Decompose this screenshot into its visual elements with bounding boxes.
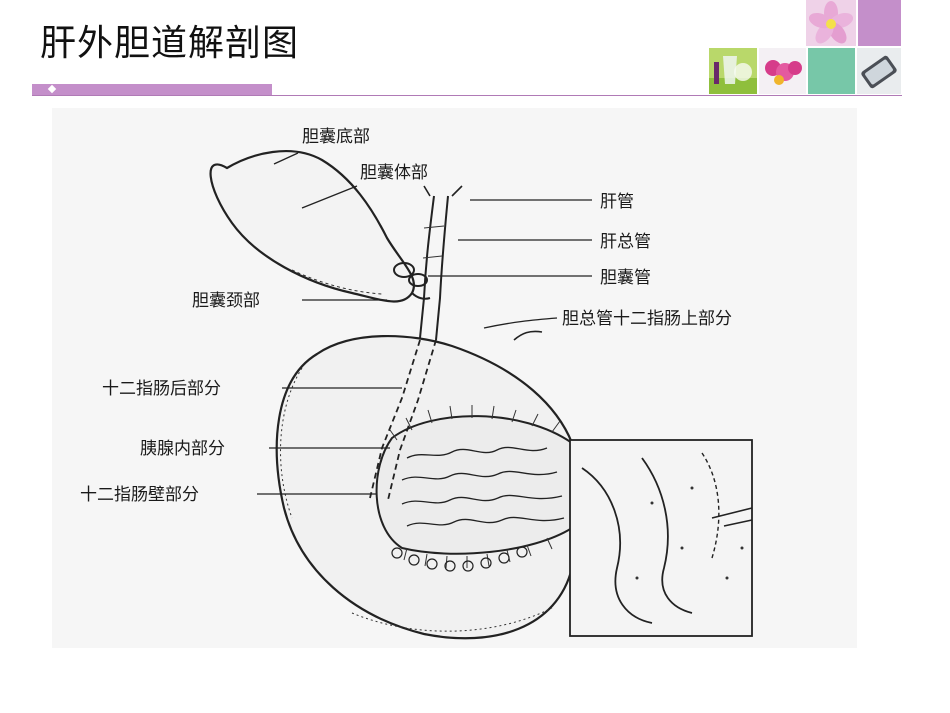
inset-box [569, 439, 753, 637]
label-retroduodenal-part: 十二指肠后部分 [102, 379, 221, 399]
diamond-icon [47, 84, 57, 94]
title-accent-bar [32, 84, 272, 95]
label-pancreatic-part: 胰腺内部分 [140, 439, 225, 459]
mint-tile [808, 48, 855, 94]
compact-tile [857, 48, 901, 94]
glassware-icon [709, 48, 757, 94]
glass-tile [709, 48, 757, 94]
label-supraduodenal-part: 胆总管十二指肠上部分 [562, 309, 732, 329]
slide-title: 肝外胆道解剖图 [40, 23, 300, 64]
bile-duct-diagram: 胆囊底部 胆囊体部 肝管 肝总管 胆囊管 胆囊颈部 胆总管十二指肠上部分 十二指… [52, 108, 857, 648]
label-gallbladder-body: 胆囊体部 [360, 163, 428, 183]
toy-icon [759, 48, 806, 94]
retroduodenal-course [369, 339, 437, 501]
duodenal-lumen [375, 415, 573, 555]
anatomy-figure: 胆囊底部 胆囊体部 肝管 肝总管 胆囊管 胆囊颈部 胆总管十二指肠上部分 十二指… [52, 108, 857, 648]
label-intramural-part: 十二指肠壁部分 [80, 485, 199, 505]
label-gallbladder-fundus: 胆囊底部 [302, 127, 370, 147]
flower-tile [806, 0, 856, 46]
title-divider [32, 95, 902, 96]
flower-icon [806, 0, 856, 46]
label-hepatic-duct: 肝管 [600, 192, 634, 212]
common-hepatic-duct [419, 195, 449, 341]
label-cystic-duct: 胆囊管 [600, 268, 651, 288]
toy-tile [759, 48, 806, 94]
label-gallbladder-neck: 胆囊颈部 [192, 291, 260, 311]
lavender-tile [858, 0, 901, 46]
compact-mirror-icon [857, 48, 901, 94]
label-common-hepatic-duct: 肝总管 [600, 232, 651, 252]
